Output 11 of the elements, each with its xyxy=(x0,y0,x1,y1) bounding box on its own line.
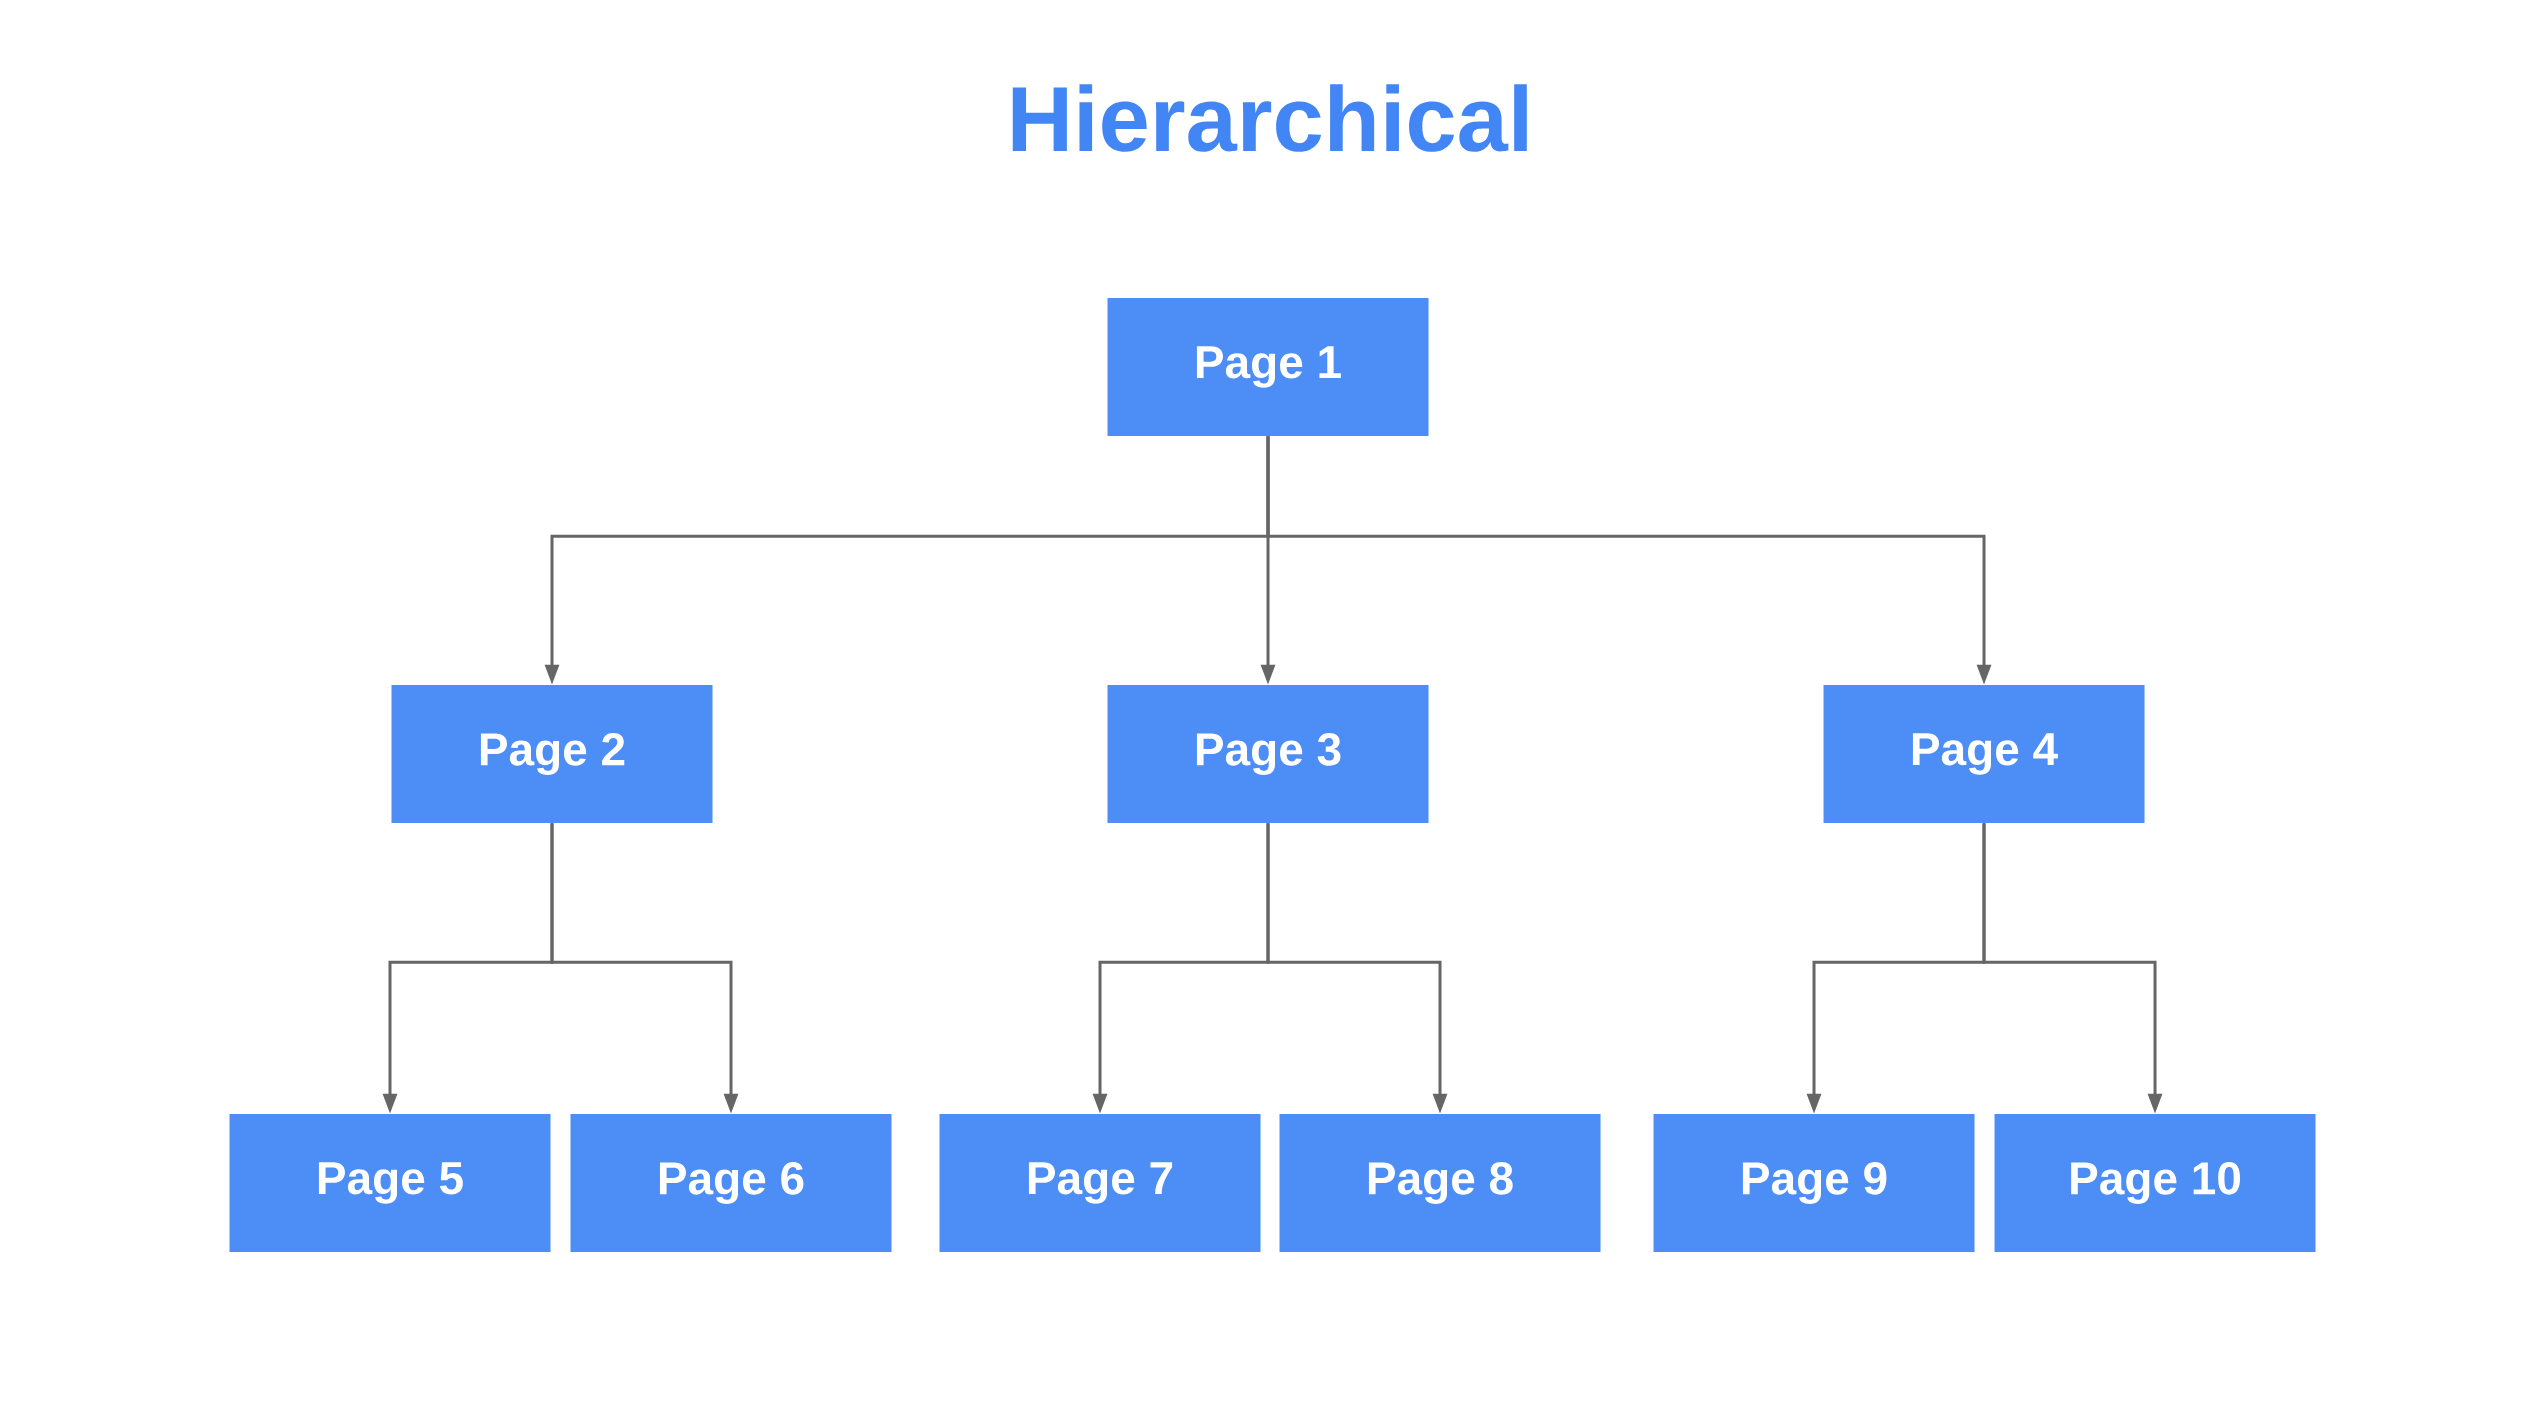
page-box: Page 5 xyxy=(229,1114,551,1252)
page-box: Page 4 xyxy=(1823,685,2145,823)
title: Hierarchical xyxy=(1012,84,1527,152)
page-box: Page 9 xyxy=(1653,1114,1975,1252)
page-box: Page 1 xyxy=(1107,298,1429,436)
page-box: Page 3 xyxy=(1107,685,1429,823)
page-box: Page 6 xyxy=(570,1114,892,1252)
page-box: Page 2 xyxy=(391,685,713,823)
page-box: Page 8 xyxy=(1279,1114,1601,1252)
page-box: Page 10 xyxy=(1994,1114,2316,1252)
page-box: Page 7 xyxy=(939,1114,1261,1252)
